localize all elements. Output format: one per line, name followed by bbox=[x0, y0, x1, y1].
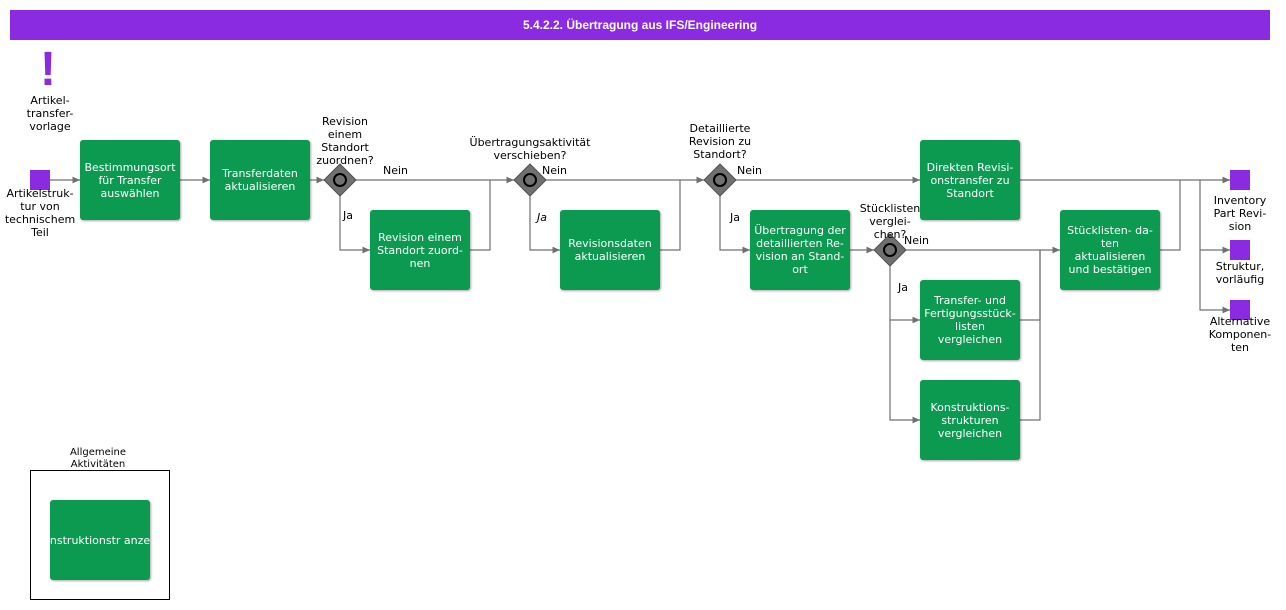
start-event[interactable] bbox=[30, 170, 50, 190]
edge-label-nein: Nein bbox=[383, 164, 409, 177]
gateway-label-stuecklisten-vergleichen: Stücklisten verglei- chen? bbox=[859, 202, 921, 241]
connector bbox=[1020, 250, 1041, 321]
connector bbox=[1020, 250, 1041, 421]
edge-label-ja: Ja bbox=[730, 211, 740, 224]
box-uebertragung-detail[interactable]: Übertragung der detaillierten Re-vision … bbox=[750, 210, 850, 290]
connector bbox=[719, 196, 750, 254]
connector bbox=[339, 196, 370, 254]
gateway-icons bbox=[323, 163, 907, 267]
edge-label-nein: Nein bbox=[904, 234, 930, 247]
end-label-struktur: Struktur, vorläufig bbox=[1215, 260, 1265, 286]
gateway-label-detaillierte-revision: Detaillierte Revision zu Standort? bbox=[688, 122, 752, 161]
end-label-inventory: Inventory Part Revi- sion bbox=[1213, 194, 1267, 233]
gateway-revision-zuordnen-icon bbox=[323, 163, 357, 197]
connector bbox=[889, 320, 920, 424]
end-event-struktur[interactable] bbox=[1230, 240, 1250, 260]
box-stueckliste-vergleich[interactable]: Transfer- und Fertigungsstück-listen ver… bbox=[920, 280, 1020, 360]
edge-label-ja: Ja bbox=[343, 209, 353, 222]
annotation-label: Artikel- transfer- vorlage bbox=[26, 94, 74, 133]
box-transferdaten[interactable]: Transferdaten aktualisieren bbox=[210, 140, 310, 220]
box-bestimmungsort[interactable]: Bestimmungsort für Transfer auswählen bbox=[80, 140, 180, 220]
box-stueckliste-aktualisieren[interactable]: Stücklisten- da-ten aktualisieren und be… bbox=[1060, 210, 1160, 290]
connector bbox=[470, 180, 491, 251]
end-event-alternative[interactable] bbox=[1230, 300, 1250, 320]
gateway-label-revision-zuordnen: Revision einem Standort zuordnen? bbox=[316, 115, 374, 167]
connector bbox=[1199, 250, 1230, 314]
connector bbox=[529, 196, 560, 254]
group-allgemeine-aktivitaeten: e/Konstruktionstr anzeigen bbox=[30, 470, 170, 600]
end-label-alternative: Alternative Komponen- ten bbox=[1208, 315, 1272, 354]
gateway-label-uebertragung-verschieben: Übertragungsaktivität verschieben? bbox=[469, 136, 591, 162]
start-label: Artikelstruk- tur von technischem Teil bbox=[4, 187, 76, 239]
exclamation-icon: ! bbox=[40, 43, 56, 96]
gateway-stuecklisten-vergleichen-icon bbox=[873, 233, 907, 267]
box-revisionsdaten[interactable]: Revisionsdaten aktualisieren bbox=[560, 210, 660, 290]
gateway-detaillierte-revision-icon bbox=[703, 163, 737, 197]
connector bbox=[660, 180, 681, 251]
box-revision-zuordnen[interactable]: Revision einem Standort zuord-nen bbox=[370, 210, 470, 290]
edge-label-nein: Nein bbox=[542, 164, 568, 177]
page-title: 5.4.2.2. Übertragung aus IFS/Engineering bbox=[10, 10, 1270, 40]
edge-label-nein: Nein bbox=[737, 164, 763, 177]
group-title: Allgemeine Aktivitäten bbox=[69, 447, 127, 467]
edge-label-ja: Ja bbox=[898, 281, 908, 294]
box-direkter-transfer[interactable]: Direkten Revisi-onstransfer zu Standort bbox=[920, 140, 1020, 220]
box-konstruktion-vergleich[interactable]: Konstruktions-strukturen vergleichen bbox=[920, 380, 1020, 460]
end-event-inventory[interactable] bbox=[1230, 170, 1250, 190]
connector bbox=[1160, 180, 1181, 251]
box-allgemein-anzeigen[interactable]: e/Konstruktionstr anzeigen bbox=[50, 500, 150, 580]
gateway-uebertragung-verschieben-icon bbox=[513, 163, 547, 197]
edge-label-ja: Ja bbox=[537, 211, 547, 224]
